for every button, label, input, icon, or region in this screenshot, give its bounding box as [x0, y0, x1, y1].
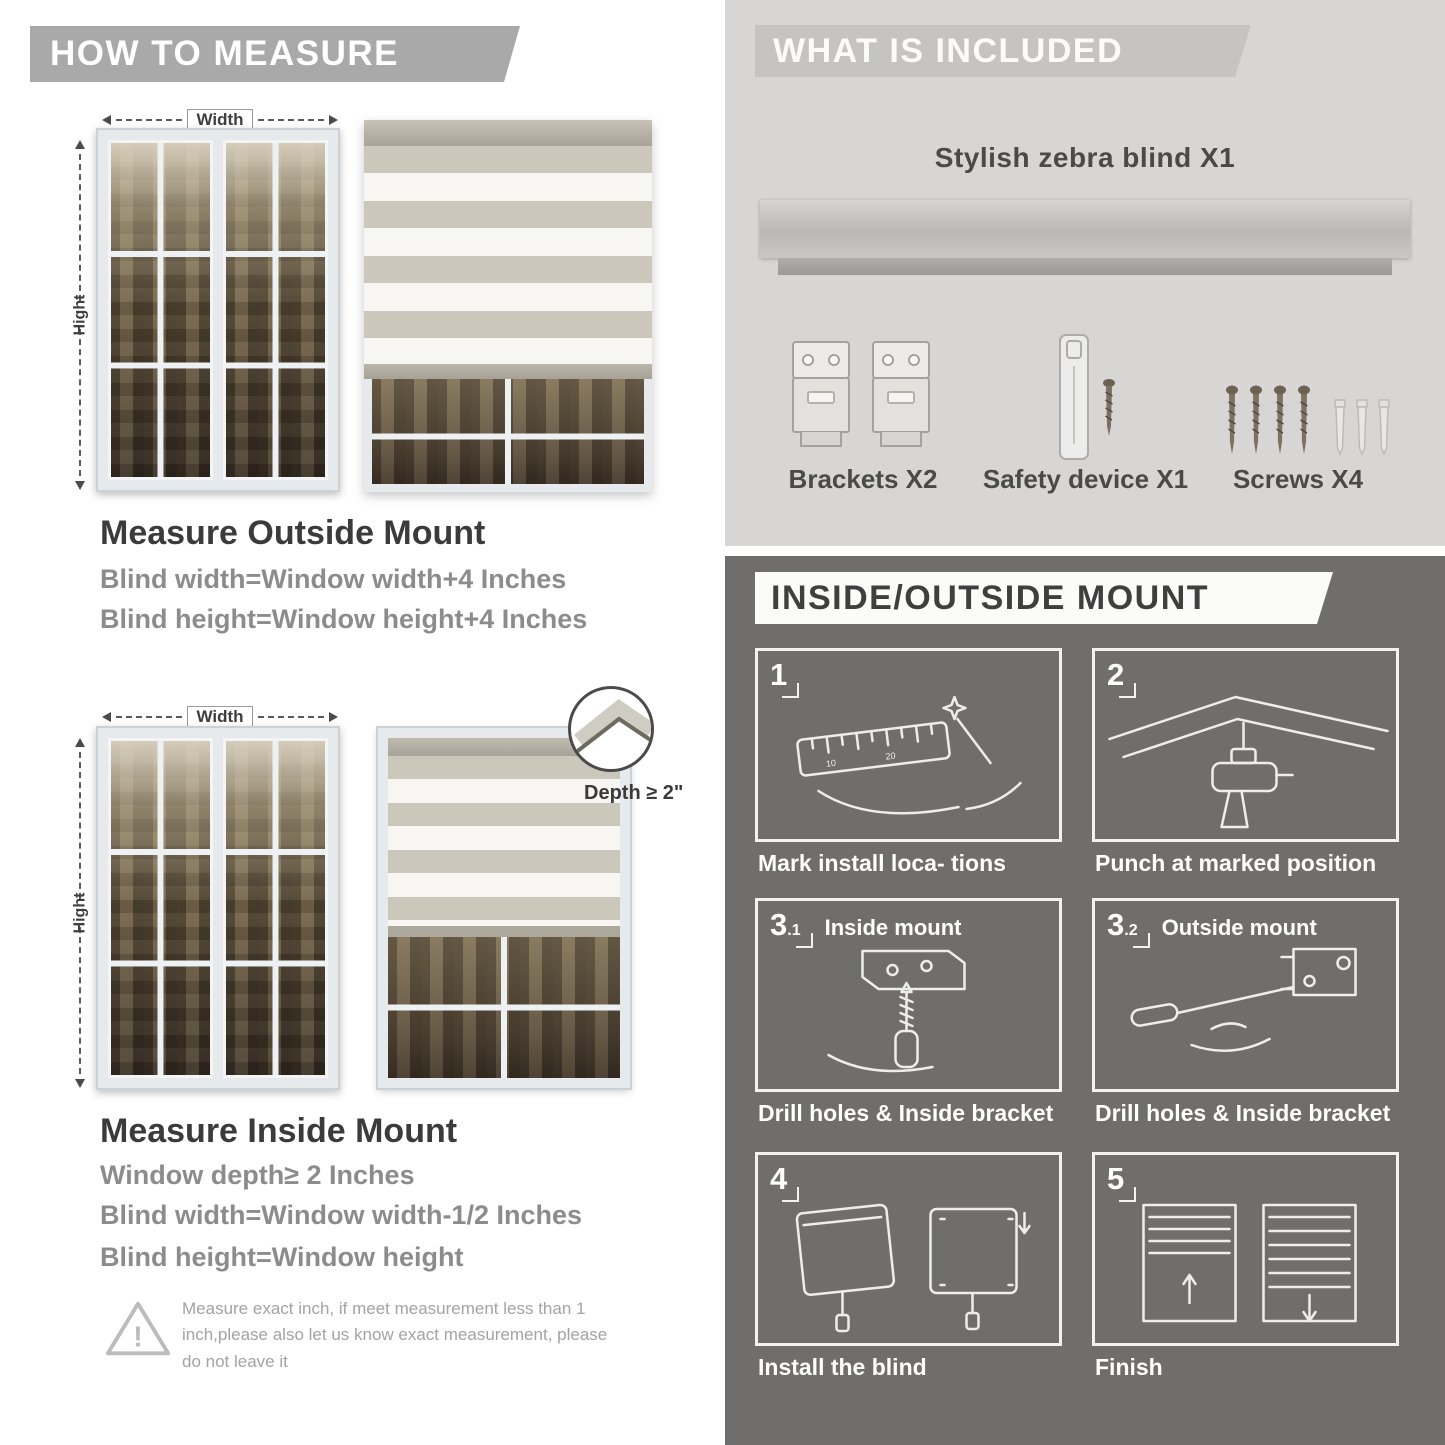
mount-banner: INSIDE/OUTSIDE MOUNT	[755, 572, 1333, 624]
depth-callout-circle	[568, 686, 654, 772]
how-to-measure-title: HOW TO MEASURE	[50, 34, 399, 73]
outside-mount-illustration	[1130, 947, 1357, 1053]
arrow-line	[79, 154, 81, 301]
arrow-line	[257, 119, 324, 121]
what-is-included-banner: WHAT IS INCLUDED	[755, 25, 1251, 77]
blind-headrail-image	[760, 200, 1410, 258]
blind-cassette	[388, 738, 620, 756]
warning-exclamation: !	[133, 1321, 143, 1353]
inside-mount-illustration	[827, 949, 966, 1073]
width-label: Width	[187, 109, 253, 131]
bracket-icon	[868, 336, 934, 459]
measure-warning-text: Measure exact inch, if meet measurement …	[182, 1299, 608, 1371]
step-title: Inside mount	[824, 915, 962, 940]
arrow-line	[79, 927, 81, 1074]
inside-height-formula: Blind height=Window height	[100, 1242, 464, 1272]
step-2-head: 2	[1105, 657, 1148, 698]
step-title: Outside mount	[1161, 915, 1317, 940]
step-2-caption: Punch at marked position	[1095, 850, 1377, 876]
step-3-2-caption: Drill holes & Inside bracket	[1095, 1100, 1391, 1126]
window-photo-outside	[96, 128, 340, 492]
step-number: 3.1	[768, 907, 813, 948]
inside-width-formula: Blind width=Window width-1/2 Inches	[100, 1200, 583, 1230]
screws-label: Screws X4	[1232, 464, 1364, 494]
window-sash	[108, 738, 213, 1078]
product-name: Stylish zebra blind X1	[934, 142, 1236, 173]
warning-triangle-icon: !	[104, 1298, 172, 1360]
wall-anchors-icon	[1332, 398, 1396, 463]
outside-width-formula: Blind width=Window width+4 Inches	[100, 564, 567, 594]
how-to-measure-banner: HOW TO MEASURE	[30, 26, 520, 82]
corner-zoom-icon	[573, 699, 651, 755]
window-panes-below-blind	[388, 937, 620, 1078]
step-3-1-caption: Drill holes & Inside bracket	[758, 1100, 1054, 1126]
arrow-line	[116, 716, 183, 718]
arrow-line	[116, 119, 183, 121]
blind-bottom-rail	[364, 364, 652, 379]
outside-mount-title: Measure Outside Mount	[100, 514, 486, 552]
step-number: 5	[1105, 1161, 1137, 1202]
svg-text:10: 10	[825, 758, 836, 769]
screws-icon	[1222, 384, 1322, 465]
step-3-1-box: 3.1 Inside mount	[755, 898, 1062, 1092]
window-under-blind	[364, 379, 652, 492]
step-number: 1	[768, 657, 800, 698]
safety-device-icon	[1056, 332, 1092, 467]
arrow-line	[257, 716, 324, 718]
safety-device-label: Safety device X1	[982, 464, 1189, 494]
svg-text:20: 20	[885, 750, 896, 761]
install-blind-illustration	[795, 1203, 1031, 1333]
step-number: 3.2	[1105, 907, 1150, 948]
step-number: 2	[1105, 657, 1137, 698]
blind-bottom-rail	[388, 926, 620, 937]
step-5-head: 5	[1105, 1161, 1148, 1202]
step-5-box: 5	[1092, 1152, 1399, 1346]
window-photo-inside	[96, 726, 340, 1090]
step-1-head: 1	[768, 657, 811, 698]
finish-illustration	[1142, 1203, 1357, 1323]
height-arrow-outside: Hight	[70, 140, 90, 490]
blind-zebra-stripes	[388, 756, 620, 926]
step-4-head: 4	[768, 1161, 811, 1202]
step-number: 4	[768, 1161, 800, 1202]
mark-location-illustration: 10 20	[796, 695, 1022, 815]
what-is-included-title: WHAT IS INCLUDED	[773, 31, 1124, 70]
step-2-box: 2	[1092, 648, 1399, 842]
window-sash	[223, 140, 328, 480]
width-arrow-outside: Width	[102, 109, 338, 131]
step-1-box: 1 10 20	[755, 648, 1062, 842]
step-3-1-head: 3.1 Inside mount	[768, 907, 962, 948]
mount-title: INSIDE/OUTSIDE MOUNT	[771, 578, 1210, 617]
screw-icon	[1102, 378, 1116, 445]
blind-valance-image	[778, 258, 1392, 275]
step-3-2-box: 3.2 Outside mount	[1092, 898, 1399, 1092]
arrow-line	[79, 329, 81, 476]
inside-mount-title: Measure Inside Mount	[100, 1112, 458, 1150]
height-arrow-inside: Hight	[70, 738, 90, 1088]
zebra-blind-outside-demo	[364, 120, 652, 492]
step-5-caption: Finish	[1095, 1354, 1163, 1380]
window-sash	[223, 738, 328, 1078]
bracket-icon	[788, 336, 854, 459]
window-sash	[108, 140, 213, 480]
arrow-line	[79, 752, 81, 899]
step-1-caption: Mark install loca- tions	[758, 850, 1006, 876]
drill-illustration	[1108, 695, 1389, 829]
inside-depth-formula: Window depth≥ 2 Inches	[100, 1160, 415, 1190]
depth-requirement-label: Depth ≥ 2"	[584, 782, 684, 804]
step-4-box: 4	[755, 1152, 1062, 1346]
blind-zebra-stripes	[364, 146, 652, 364]
step-4-caption: Install the blind	[758, 1354, 927, 1380]
zebra-blind-inside-demo	[376, 726, 632, 1090]
outside-height-formula: Blind height=Window height+4 Inches	[100, 604, 588, 634]
height-label: Hight	[71, 294, 88, 336]
blind-cassette	[364, 120, 652, 146]
width-arrow-inside: Width	[102, 706, 338, 728]
height-label: Hight	[71, 892, 88, 934]
brackets-label: Brackets X2	[788, 464, 938, 494]
mount-instructions-panel	[725, 556, 1445, 1445]
step-3-2-head: 3.2 Outside mount	[1105, 907, 1317, 948]
width-label: Width	[187, 706, 253, 728]
